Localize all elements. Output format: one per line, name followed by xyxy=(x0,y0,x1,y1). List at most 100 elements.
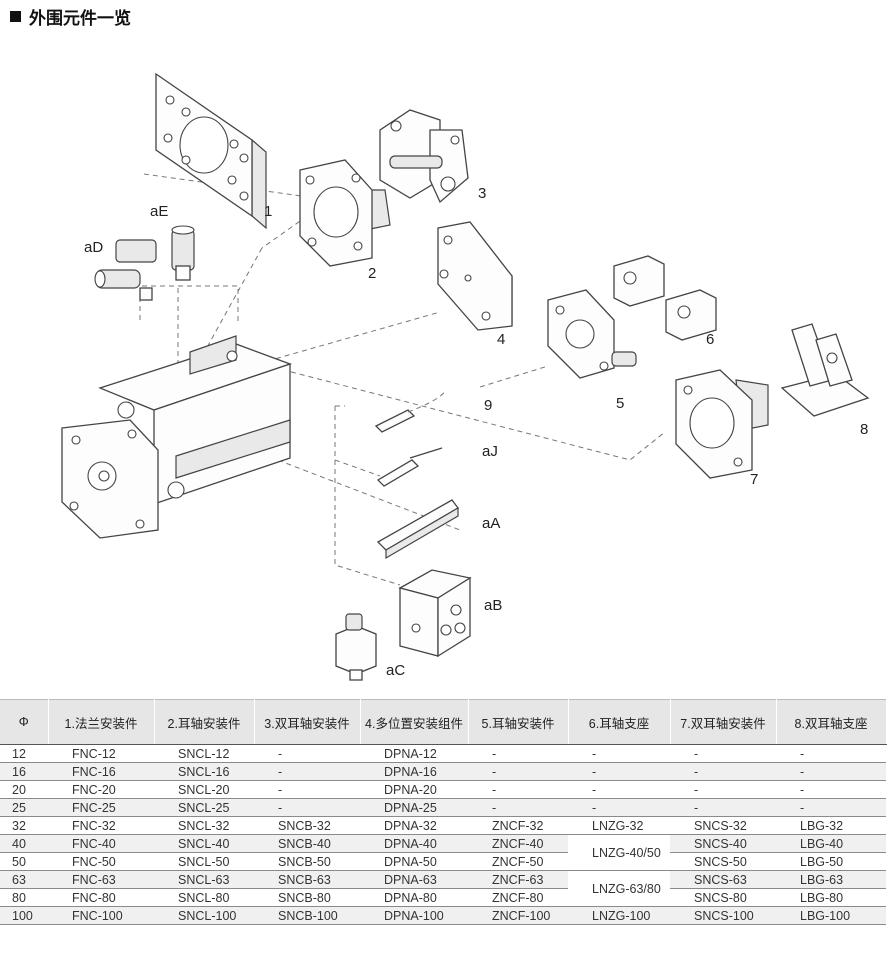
trunnion-flange-2 xyxy=(299,159,391,267)
table-cell-diameter: 50 xyxy=(0,852,48,871)
callout-6: 6 xyxy=(706,331,714,348)
table-cell: - xyxy=(254,780,360,799)
table-cell: - xyxy=(776,798,886,817)
table-cell: - xyxy=(670,762,776,781)
table-cell: DPNA-100 xyxy=(360,906,468,925)
trunnion-mount-5 xyxy=(547,289,637,379)
flange-plate-1 xyxy=(155,72,267,230)
table-cell: DPNA-63 xyxy=(360,870,468,889)
table-cell: LNZG-100 xyxy=(568,906,670,925)
table-cell: ZNCF-63 xyxy=(468,870,568,889)
table-cell: SNCS-40 xyxy=(670,834,776,853)
table-cell: FNC-16 xyxy=(48,762,154,781)
callout-aE: aE xyxy=(150,203,168,220)
table-cell: FNC-100 xyxy=(48,906,154,925)
sensors-and-rail xyxy=(374,389,459,560)
square-bullet-icon xyxy=(10,10,21,22)
table-cell: - xyxy=(468,798,568,817)
table-cell: SNCL-25 xyxy=(154,798,254,817)
table-cell: DPNA-25 xyxy=(360,798,468,817)
callout-4: 4 xyxy=(497,331,505,348)
table-cell: FNC-63 xyxy=(48,870,154,889)
table-cell: SNCB-100 xyxy=(254,906,360,925)
callout-aJ: aJ xyxy=(482,443,498,460)
table-cell: LNZG-63/80 xyxy=(568,870,670,907)
table-cell: - xyxy=(568,762,670,781)
table-cell: - xyxy=(670,780,776,799)
leader-lines xyxy=(139,173,666,586)
table-cell-diameter: 63 xyxy=(0,870,48,889)
table-cell: - xyxy=(568,744,670,763)
exploded-assembly-diagram: 1 2 3 4 5 6 7 8 9 aD aE aJ aA aB aC xyxy=(61,72,870,681)
table-cell: - xyxy=(254,744,360,763)
section-title: 外围元件一览 xyxy=(29,8,131,29)
table-cell: FNC-25 xyxy=(48,798,154,817)
table-cell: SNCB-40 xyxy=(254,834,360,853)
table-cell: SNCB-32 xyxy=(254,816,360,835)
table-cell: SNCL-16 xyxy=(154,762,254,781)
table-cell: DPNA-20 xyxy=(360,780,468,799)
table-cell: - xyxy=(670,744,776,763)
table-cell: SNCL-32 xyxy=(154,816,254,835)
callout-9: 9 xyxy=(484,397,492,414)
multi-position-mount-4 xyxy=(437,221,513,331)
callout-8: 8 xyxy=(860,421,868,438)
callout-aA: aA xyxy=(482,515,500,532)
callout-aD: aD xyxy=(84,239,103,256)
table-header-row: Φ 1.法兰安装件 2.耳轴安装件 3.双耳轴安装件 4.多位置安装组件 5.耳… xyxy=(0,699,887,745)
table-cell: LBG-40 xyxy=(776,834,886,853)
table-cell: SNCB-63 xyxy=(254,870,360,889)
table-cell: SNCB-50 xyxy=(254,852,360,871)
table-cell: FNC-32 xyxy=(48,816,154,835)
table-cell: ZNCF-100 xyxy=(468,906,568,925)
double-trunnion-3 xyxy=(379,109,469,204)
trunnion-supports-6 xyxy=(613,255,717,341)
table-cell: - xyxy=(568,798,670,817)
table-cell: LBG-50 xyxy=(776,852,886,871)
table-cell: SNCB-80 xyxy=(254,888,360,907)
table-cell: - xyxy=(776,780,886,799)
header-col-2: 2.耳轴安装件 xyxy=(154,699,255,745)
header-diameter: Φ xyxy=(0,699,49,745)
header-col-7: 7.双耳轴安装件 xyxy=(670,699,777,745)
callout-3: 3 xyxy=(478,185,486,202)
table-cell-diameter: 16 xyxy=(0,762,48,781)
callout-1: 1 xyxy=(264,203,272,220)
fittings-aD-aE xyxy=(94,225,195,301)
table-cell-diameter: 40 xyxy=(0,834,48,853)
table-cell: SNCL-80 xyxy=(154,888,254,907)
table-cell: - xyxy=(254,798,360,817)
header-col-3: 3.双耳轴安装件 xyxy=(254,699,361,745)
table-cell: SNCL-50 xyxy=(154,852,254,871)
table-cell: ZNCF-40 xyxy=(468,834,568,853)
callout-2: 2 xyxy=(368,265,376,282)
table-cell: ZNCF-80 xyxy=(468,888,568,907)
table-cell: SNCS-32 xyxy=(670,816,776,835)
table-cell: DPNA-50 xyxy=(360,852,468,871)
header-col-8: 8.双耳轴支座 xyxy=(776,699,887,745)
table-cell: DPNA-16 xyxy=(360,762,468,781)
table-cell: - xyxy=(254,762,360,781)
header-col-5: 5.耳轴安装件 xyxy=(468,699,569,745)
table-cell: - xyxy=(776,762,886,781)
double-trunnion-mount-7 xyxy=(675,369,769,479)
table-cell: SNCS-63 xyxy=(670,870,776,889)
table-cell-diameter: 20 xyxy=(0,780,48,799)
table-cell: ZNCF-50 xyxy=(468,852,568,871)
table-cell-diameter: 80 xyxy=(0,888,48,907)
table-cell: FNC-12 xyxy=(48,744,154,763)
table-cell: DPNA-12 xyxy=(360,744,468,763)
table-cell: FNC-80 xyxy=(48,888,154,907)
table-cell-diameter: 25 xyxy=(0,798,48,817)
table-cell: DPNA-32 xyxy=(360,816,468,835)
table-cell: DPNA-40 xyxy=(360,834,468,853)
